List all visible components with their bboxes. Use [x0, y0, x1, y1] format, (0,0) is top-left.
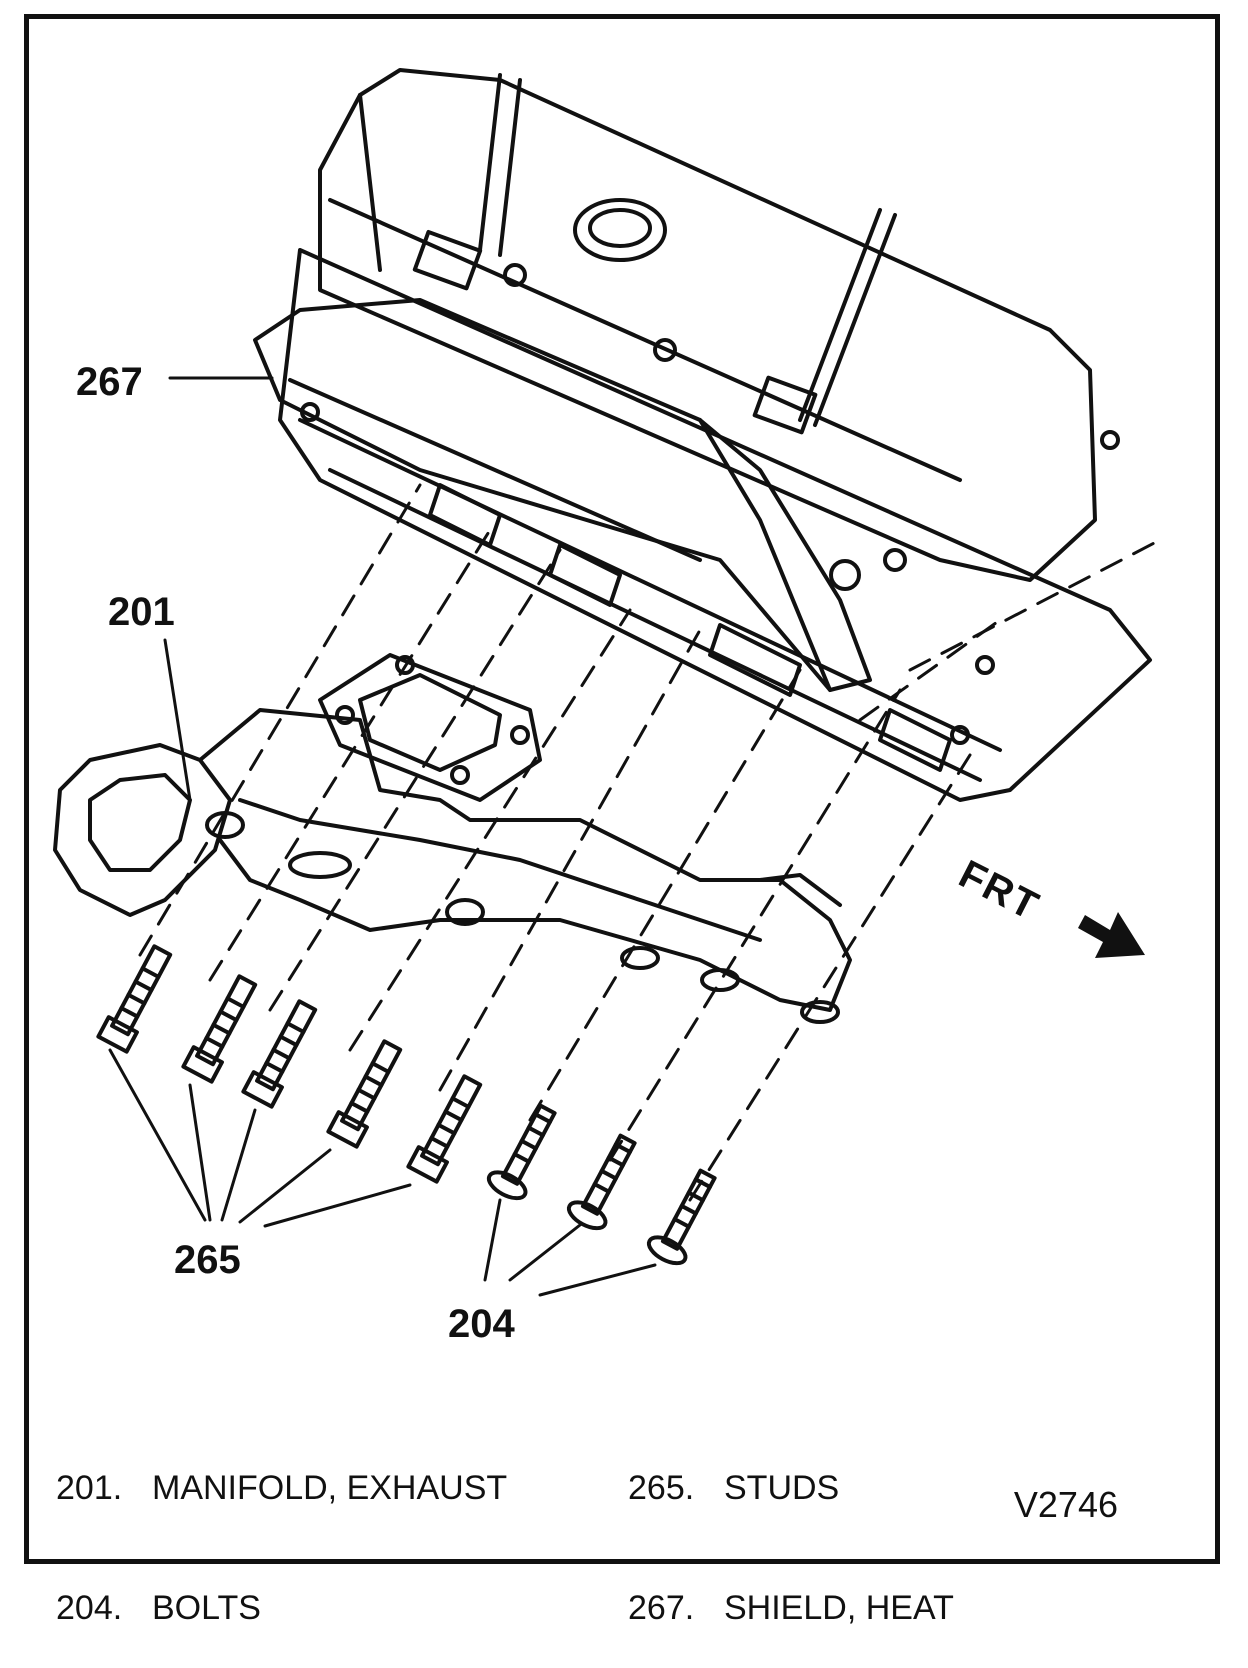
direction-arrow-icon [1078, 912, 1145, 958]
exploded-view-illustration [53, 68, 1162, 1297]
bolt [486, 1103, 557, 1201]
valve-cover [318, 68, 1097, 591]
stud [181, 974, 258, 1084]
callout-201: 201 [108, 590, 175, 634]
heat-shield [253, 298, 872, 692]
figure-code: V2746 [1013, 1484, 1118, 1525]
leader-lines [108, 376, 657, 1297]
bolt [646, 1168, 717, 1266]
bolts [486, 1103, 717, 1266]
legend-right: 265.STUDS 267.SHIELD, HEAT [628, 1388, 954, 1668]
bolt [566, 1133, 637, 1231]
figure-frame [24, 14, 1220, 1564]
callout-204: 204 [448, 1302, 515, 1346]
stud [406, 1074, 483, 1184]
callout-265: 265 [174, 1238, 241, 1282]
alignment-lines [138, 483, 1162, 1202]
callout-267: 267 [76, 360, 143, 404]
cylinder-head [278, 248, 1152, 802]
legend-left: 201.MANIFOLD, EXHAUST 204.BOLTS [56, 1388, 507, 1668]
studs [96, 944, 483, 1184]
stud [241, 999, 318, 1109]
legend-item: 265.STUDS [628, 1469, 840, 1507]
legend-item: 267.SHIELD, HEAT [628, 1589, 954, 1627]
stud [326, 1039, 403, 1149]
stud [96, 944, 173, 1054]
legend-item: 204.BOLTS [56, 1589, 261, 1627]
legend-item: 201.MANIFOLD, EXHAUST [56, 1469, 508, 1507]
